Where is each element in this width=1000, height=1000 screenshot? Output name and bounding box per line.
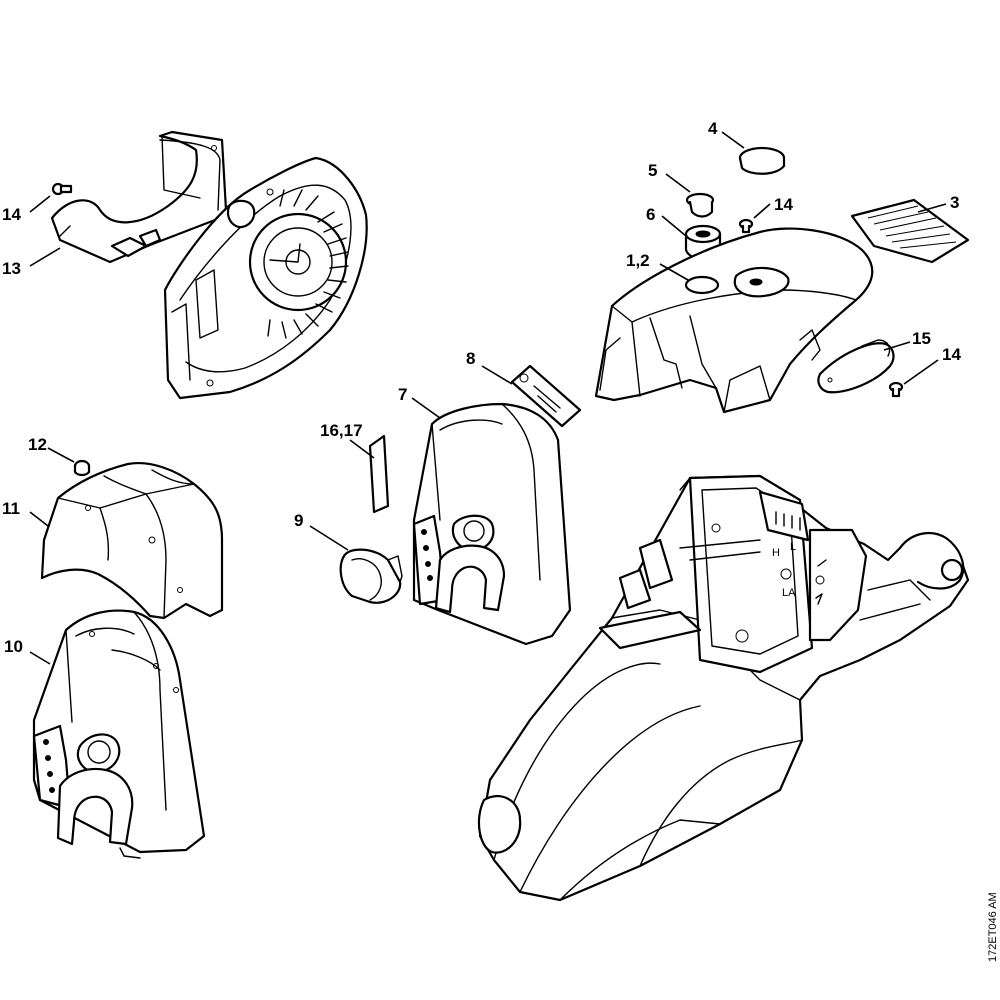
callout-12: 12 <box>28 435 47 454</box>
part-8-plate <box>510 364 582 428</box>
housing-mark-la: LA <box>782 587 796 599</box>
callout-7: 7 <box>398 385 407 404</box>
callout-11: 11 <box>2 499 20 518</box>
part-15-cover <box>817 339 895 394</box>
part-9-knob <box>339 548 403 604</box>
part-12-nut <box>73 459 91 477</box>
part-11-filter-cover <box>40 462 224 620</box>
callouts: 14 13 4 5 14 3 6 1,2 8 15 14 7 16,17 12 … <box>2 119 961 656</box>
callout-14-right: 14 <box>942 345 961 364</box>
callout-8: 8 <box>466 349 475 368</box>
callout-14-top: 14 <box>774 195 793 214</box>
callout-16-17: 16,17 <box>320 421 363 440</box>
reference-code: 172ET046 AM <box>987 892 999 962</box>
part-14-screw-top <box>738 218 754 234</box>
part-4-cap <box>738 146 786 175</box>
main-housing: H L LA <box>477 474 970 902</box>
part-7-carb-cover <box>412 402 572 646</box>
callout-14-left: 14 <box>2 205 21 224</box>
callout-1-2: 1,2 <box>626 251 650 270</box>
housing-mark-h: H <box>772 547 780 559</box>
part-10-carb-cover <box>32 609 206 859</box>
callout-6: 6 <box>646 205 655 224</box>
part-16-17-sticker <box>368 434 390 514</box>
fan-housing <box>163 156 368 400</box>
part-14-screw-left <box>51 182 73 196</box>
housing-mark-l: L <box>790 541 796 553</box>
leader-lines <box>29 131 947 665</box>
callout-15: 15 <box>912 329 931 348</box>
callout-3: 3 <box>950 193 959 212</box>
part-14-screw-right <box>888 381 904 398</box>
part-13-guard-plate <box>50 130 228 264</box>
callout-5: 5 <box>648 161 657 180</box>
callout-4: 4 <box>708 119 718 138</box>
part-3-label <box>850 198 970 264</box>
part-1-2-shroud <box>594 227 874 414</box>
part-5-plug <box>685 192 715 218</box>
callout-13: 13 <box>2 259 21 278</box>
part-6-grommet <box>684 224 722 261</box>
callout-10: 10 <box>4 637 23 656</box>
callout-9: 9 <box>294 511 303 530</box>
